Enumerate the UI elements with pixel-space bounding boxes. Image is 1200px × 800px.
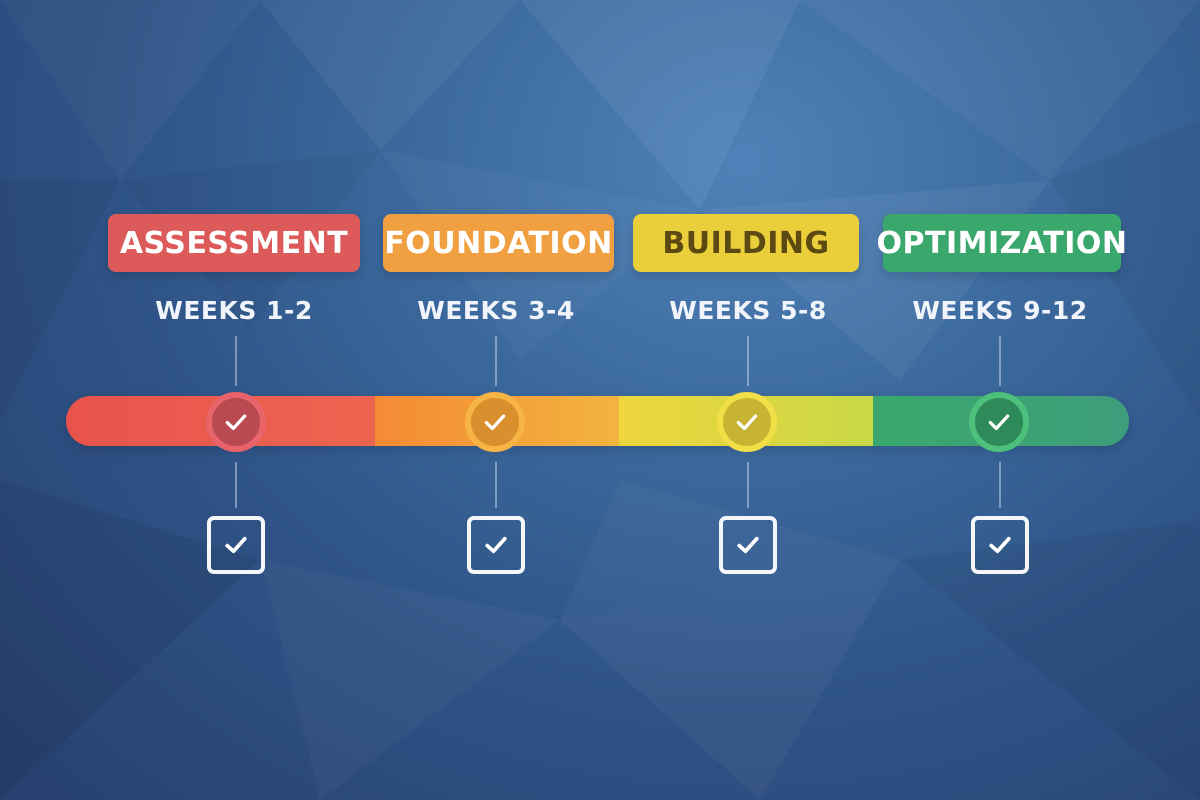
checkbox-checked-icon — [737, 536, 759, 554]
weeks-label-foundation: WEEKS 3-4 — [417, 296, 575, 325]
check-icon — [225, 414, 247, 431]
connector-bottom-foundation — [495, 462, 497, 508]
phase-badge-assessment: ASSESSMENT — [108, 214, 360, 272]
connector-bottom-assessment — [235, 462, 237, 508]
connector-top-foundation — [495, 336, 497, 386]
checkbox-foundation[interactable] — [467, 516, 525, 574]
check-icon — [484, 414, 506, 431]
weeks-label-building: WEEKS 5-8 — [669, 296, 827, 325]
checkbox-checked-icon — [485, 536, 507, 554]
connector-bottom-optimization — [999, 462, 1001, 508]
check-icon — [736, 414, 758, 431]
phase-badge-foundation: FOUNDATION — [383, 214, 614, 272]
check-icon — [988, 414, 1010, 431]
milestone-node-optimization — [969, 392, 1029, 452]
checkbox-assessment[interactable] — [207, 516, 265, 574]
weeks-label-assessment: WEEKS 1-2 — [155, 296, 313, 325]
milestone-node-building — [717, 392, 777, 452]
checkbox-building[interactable] — [719, 516, 777, 574]
weeks-label-optimization: WEEKS 9-12 — [912, 296, 1088, 325]
milestone-node-assessment — [206, 392, 266, 452]
checkbox-checked-icon — [225, 536, 247, 554]
connector-top-optimization — [999, 336, 1001, 386]
checkbox-optimization[interactable] — [971, 516, 1029, 574]
phase-badge-building: BUILDING — [633, 214, 859, 272]
connector-top-building — [747, 336, 749, 386]
milestone-node-foundation — [465, 392, 525, 452]
connector-bottom-building — [747, 462, 749, 508]
phase-badge-optimization: OPTIMIZATION — [877, 214, 1127, 272]
connector-top-assessment — [235, 336, 237, 386]
checkbox-checked-icon — [989, 536, 1011, 554]
